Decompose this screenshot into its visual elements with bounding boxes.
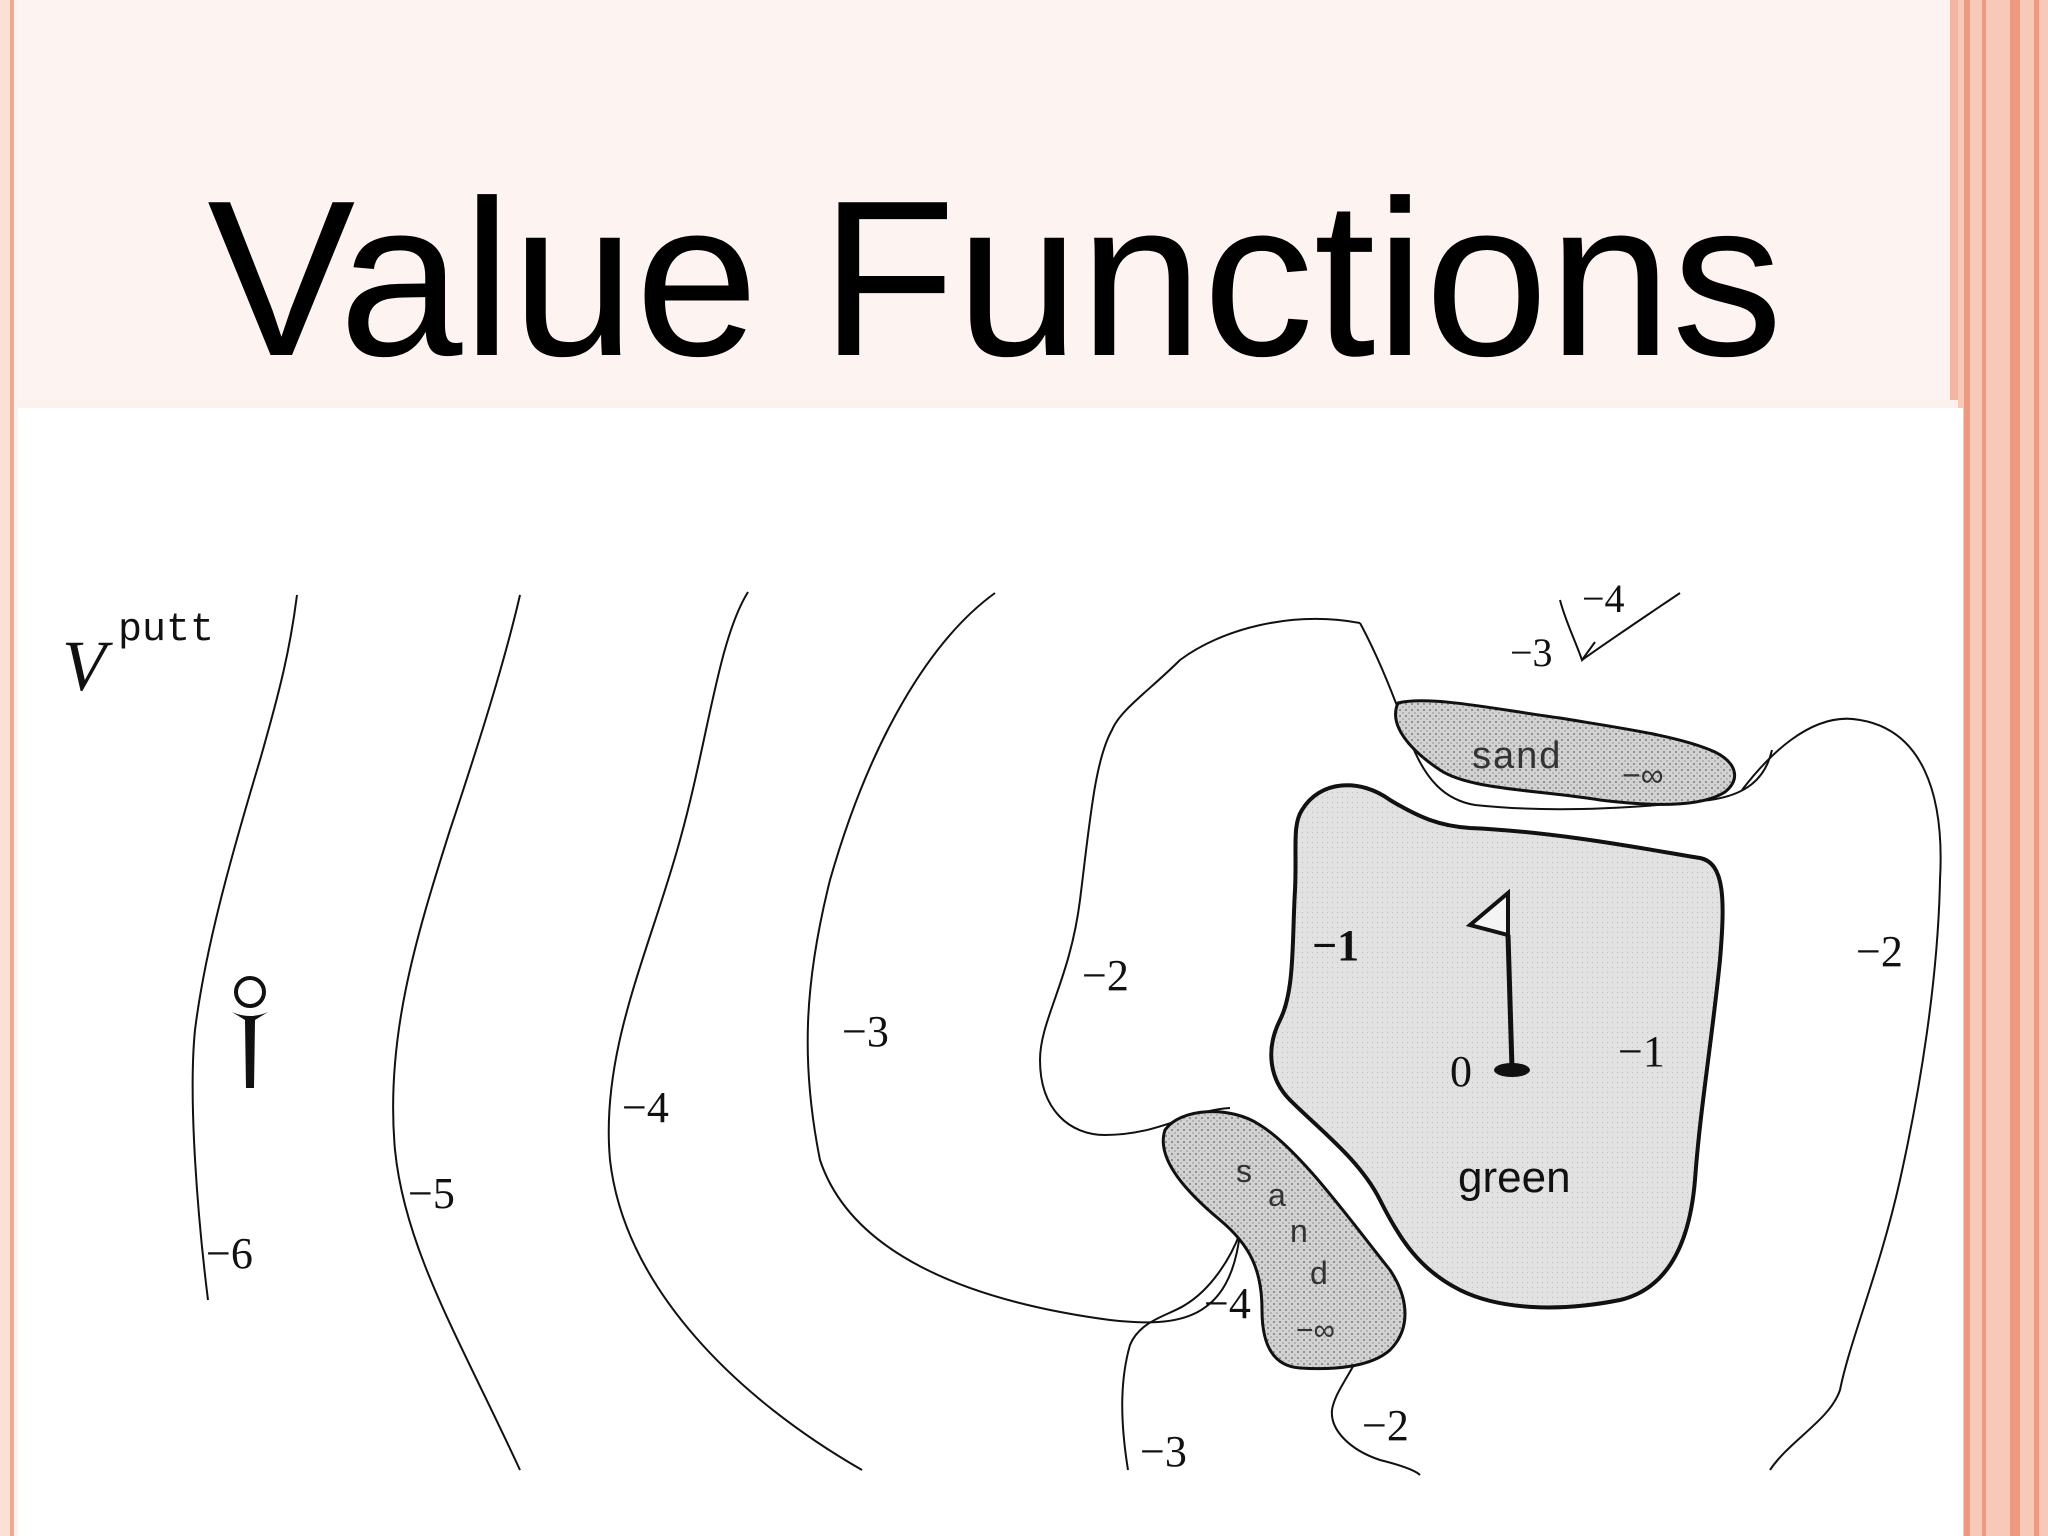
page-title: Value Functions [207, 155, 1783, 403]
contour-line-5 [392, 594, 521, 1471]
contour-label-m4-top: −4 [1582, 576, 1625, 621]
contour-lines [191, 591, 1942, 1476]
sand-top-label: sand [1472, 735, 1562, 777]
golf-hole-icon [1494, 1063, 1530, 1077]
contour-label-m2-left: −2 [1082, 951, 1129, 1000]
contour-label-m3-top: −3 [1510, 630, 1553, 675]
green-label: green [1458, 1153, 1571, 1202]
sand-bottom-letter-a: a [1268, 1177, 1286, 1213]
sand-trap-bottom [1161, 1110, 1407, 1371]
sand-bottom-value: −∞ [1296, 1314, 1335, 1347]
contour-label-zero: 0 [1450, 1047, 1472, 1096]
function-superscript: putt [118, 608, 214, 653]
contour-line-2-bottom [1330, 1339, 1421, 1476]
contour-line-6 [191, 594, 298, 1301]
contour-label-m3-left: −3 [842, 1007, 889, 1056]
contour-labels: −6 −5 −4 −3 −2 −1 −1 0 −2 −4 −3 −4 −3 −2 [206, 576, 1903, 1476]
contour-label-m3-bottom: −3 [1140, 1427, 1187, 1476]
contour-label-m2-bottom: −2 [1362, 1401, 1409, 1450]
function-symbol: V [62, 626, 113, 706]
title-panel [18, 0, 1958, 400]
slide-left-border [0, 0, 14, 1536]
contour-label-m1-left: −1 [1312, 921, 1359, 970]
contour-label-m4-left: −4 [622, 1083, 669, 1132]
sand-bottom-letter-s: s [1236, 1153, 1252, 1189]
sand-top-value: −∞ [1622, 757, 1664, 793]
contour-label-m4-bottom: −4 [1204, 1279, 1251, 1328]
slide-right-border [1958, 0, 2048, 1536]
contour-line-3 [806, 592, 1241, 1324]
contour-label-m2-right: −2 [1856, 927, 1903, 976]
contour-line-2-right [1741, 717, 1942, 1471]
contour-line-4 [607, 591, 863, 1471]
sand-trap-top [1394, 699, 1737, 806]
green-area [1269, 783, 1725, 1310]
contour-line-2-inner [1038, 617, 1361, 1137]
contour-line-4-bottom [1121, 1232, 1241, 1471]
title-panel-edge [1950, 0, 1958, 400]
sand-bottom-letter-d: d [1310, 1255, 1328, 1291]
sand-bottom-letter-n: n [1290, 1213, 1308, 1249]
golf-flag-icon [1465, 888, 1515, 1069]
contour-label-m1-right: −1 [1618, 1027, 1665, 1076]
contour-label-m5: −5 [408, 1169, 455, 1218]
contour-line-4-top [1581, 592, 1681, 661]
golf-tee-icon [232, 976, 268, 1088]
contour-label-m6: −6 [206, 1229, 253, 1278]
